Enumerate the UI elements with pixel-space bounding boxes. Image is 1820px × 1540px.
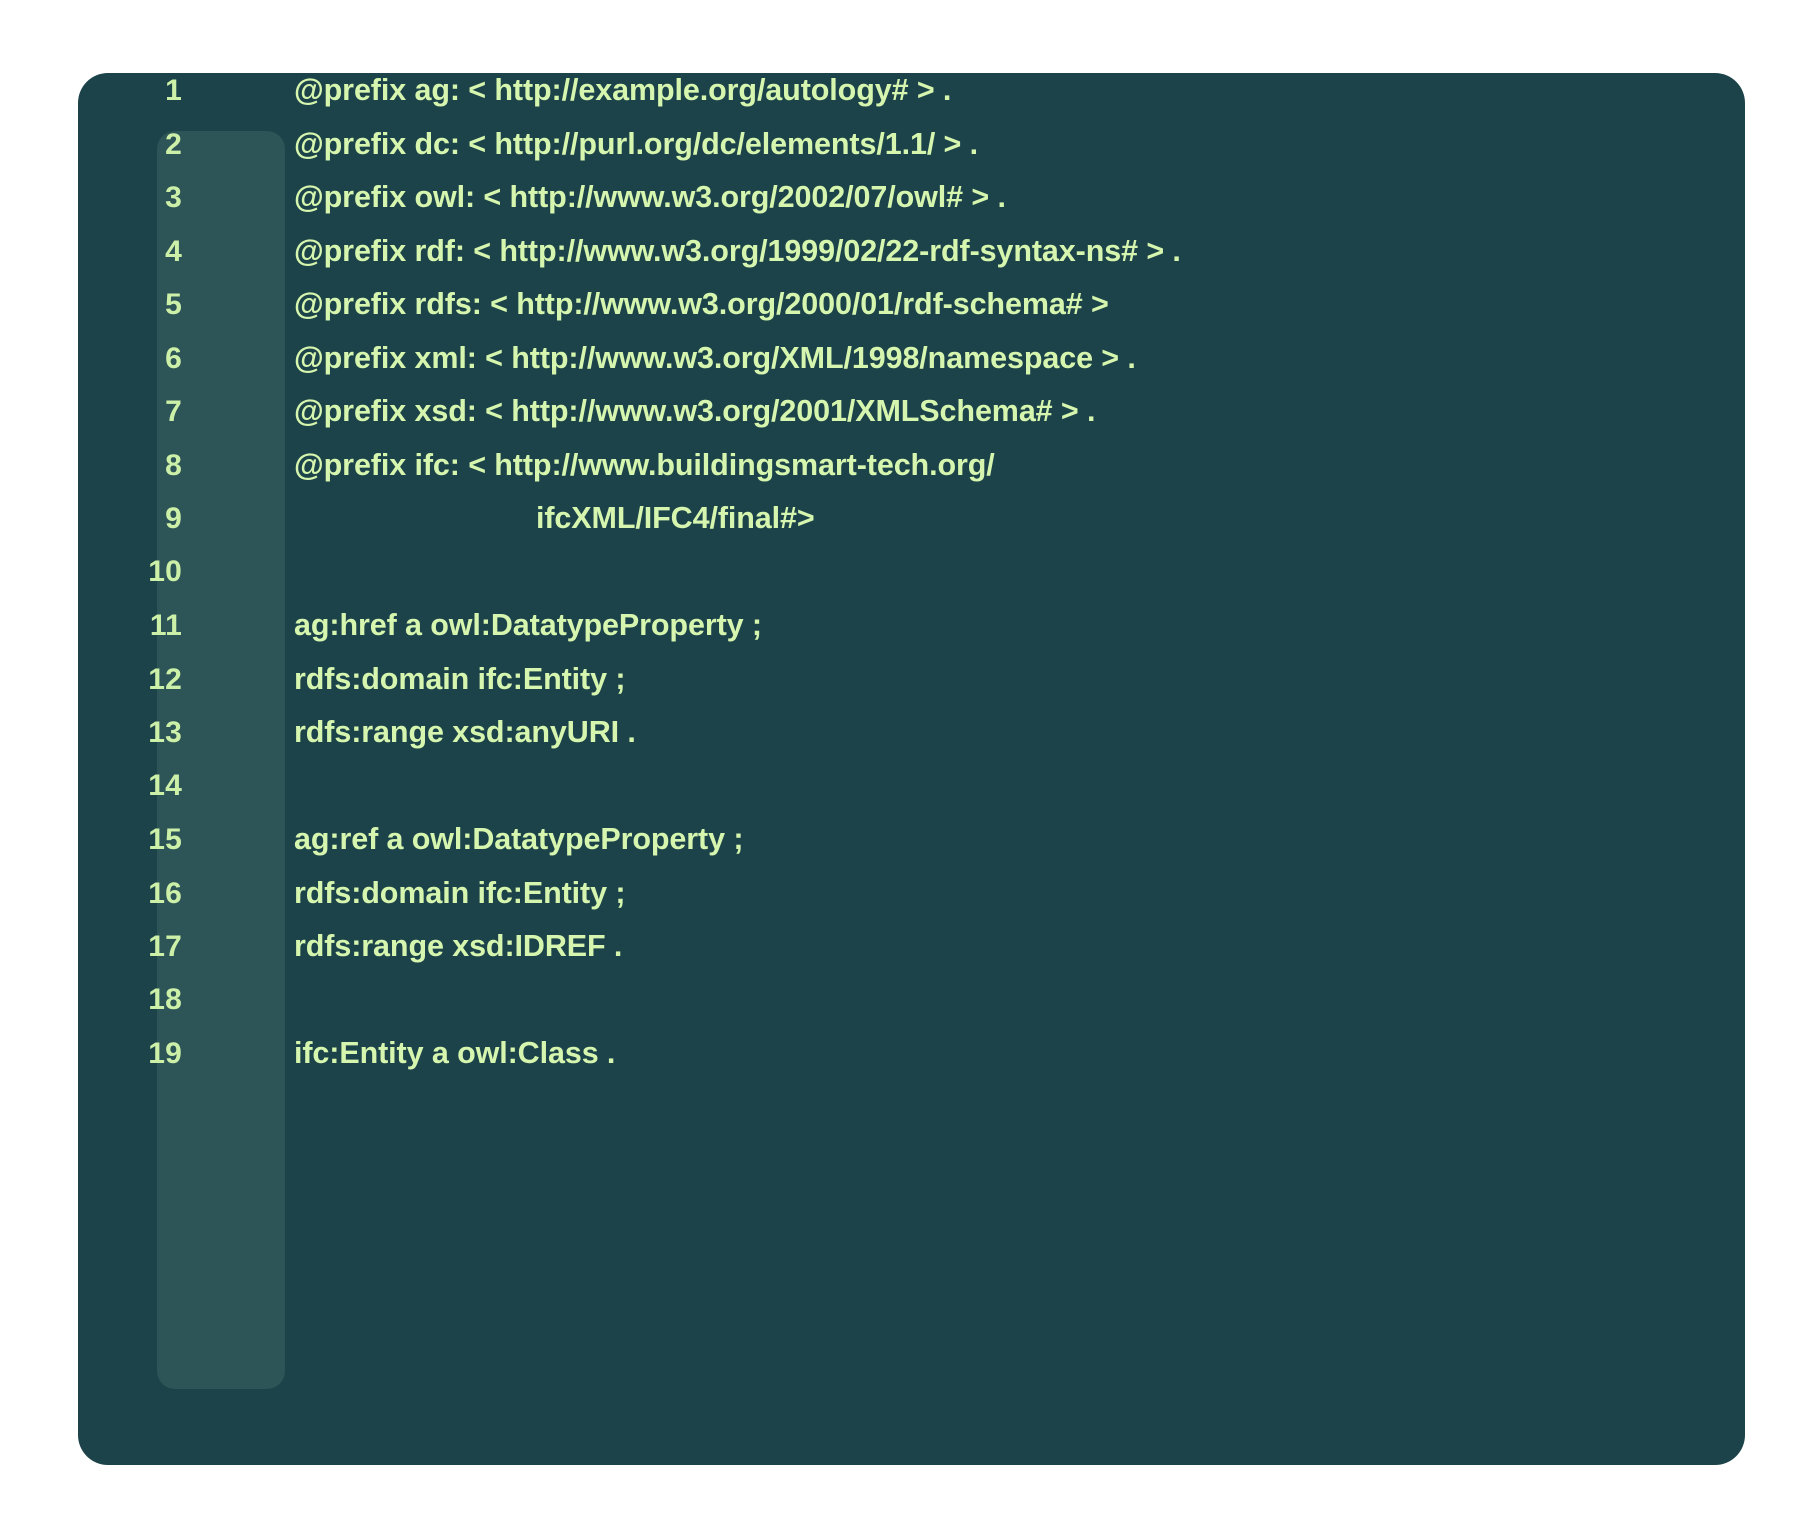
code-line[interactable]: 10 (78, 555, 1745, 609)
line-number: 5 (165, 288, 182, 321)
line-number: 7 (165, 395, 182, 428)
code-line[interactable]: 9 ifcXML/IFC4/final#> (78, 501, 1745, 555)
code-text[interactable]: @prefix rdfs: < http://www.w3.org/2000/0… (294, 287, 1109, 321)
code-line[interactable]: 5 @prefix rdfs: < http://www.w3.org/2000/… (78, 287, 1745, 341)
code-text[interactable]: @prefix rdf: < http://www.w3.org/1999/02… (294, 233, 1181, 268)
code-text[interactable]: @prefix dc: < http://purl.org/dc/element… (294, 126, 979, 161)
line-number: 9 (165, 502, 182, 535)
code-line[interactable]: 3 @prefix owl: < http://www.w3.org/2002/0… (78, 180, 1745, 234)
code-line[interactable]: 8 @prefix ifc: < http://www.buildingsmart… (78, 448, 1745, 502)
line-number: 15 (148, 823, 182, 856)
code-text[interactable]: @prefix ag: < http://example.org/autolog… (294, 73, 952, 107)
line-number: 1 (165, 74, 182, 107)
line-number: 13 (148, 716, 182, 749)
code-text[interactable] (206, 794, 1745, 795)
line-number: 10 (148, 554, 182, 588)
code-text[interactable]: @prefix xsd: < http://www.w3.org/2001/XM… (294, 394, 1096, 428)
code-text[interactable]: rdfs:domain ifc:Entity ; (294, 875, 626, 910)
code-text[interactable]: @prefix xml: < http://www.w3.org/XML/199… (294, 340, 1136, 375)
code-text[interactable]: ifcXML/IFC4/final#> (536, 501, 815, 535)
code-text[interactable]: ag:href a owl:DatatypeProperty ; (294, 608, 762, 642)
code-text[interactable]: rdfs:range xsd:anyURI . (294, 715, 636, 749)
line-number: 17 (148, 930, 182, 963)
line-number: 19 (148, 1037, 182, 1070)
code-text[interactable]: rdfs:domain ifc:Entity ; (294, 661, 626, 696)
line-number: 16 (148, 876, 182, 910)
code-line[interactable]: 15 ag:ref a owl:DatatypeProperty ; (78, 822, 1745, 876)
code-text[interactable]: @prefix ifc: < http://www.buildingsmart-… (294, 447, 995, 482)
code-text[interactable]: ag:ref a owl:DatatypeProperty ; (294, 822, 744, 856)
line-number: 3 (165, 181, 182, 214)
code-line[interactable]: 12 rdfs:domain ifc:Entity ; (78, 662, 1745, 716)
code-text[interactable] (206, 1008, 1745, 1009)
code-listing[interactable]: 1 @prefix ag: < http://example.org/autolo… (78, 73, 1745, 1465)
code-line[interactable]: 1 @prefix ag: < http://example.org/autolo… (78, 73, 1745, 127)
code-line[interactable]: 11 ag:href a owl:DatatypeProperty ; (78, 608, 1745, 662)
line-number: 18 (148, 982, 182, 1016)
code-line[interactable]: 13 rdfs:range xsd:anyURI . (78, 715, 1745, 769)
code-text[interactable] (206, 580, 1745, 581)
code-text[interactable]: ifc:Entity a owl:Class . (294, 1036, 616, 1070)
code-text[interactable]: rdfs:range xsd:IDREF . (294, 929, 623, 963)
line-number: 6 (165, 341, 182, 375)
code-line[interactable]: 7 @prefix xsd: < http://www.w3.org/2001/X… (78, 394, 1745, 448)
code-line[interactable]: 2 @prefix dc: < http://purl.org/dc/elemen… (78, 127, 1745, 181)
line-number: 2 (165, 127, 182, 161)
line-number-gutter (157, 131, 285, 1389)
code-line[interactable]: 14 (78, 769, 1745, 823)
code-line[interactable]: 16 rdfs:domain ifc:Entity ; (78, 876, 1745, 930)
line-number: 14 (148, 768, 182, 802)
code-line[interactable]: 4 @prefix rdf: < http://www.w3.org/1999/0… (78, 234, 1745, 288)
line-number: 12 (148, 662, 182, 696)
code-line[interactable]: 19 ifc:Entity a owl:Class . (78, 1036, 1745, 1090)
code-text[interactable]: @prefix owl: < http://www.w3.org/2002/07… (294, 180, 1006, 214)
code-line[interactable]: 6 @prefix xml: < http://www.w3.org/XML/19… (78, 341, 1745, 395)
code-line[interactable]: 17 rdfs:range xsd:IDREF . (78, 929, 1745, 983)
line-number: 4 (165, 234, 182, 268)
code-line[interactable]: 18 (78, 983, 1745, 1037)
code-panel: 1 @prefix ag: < http://example.org/autolo… (78, 73, 1745, 1465)
line-number: 8 (165, 448, 182, 482)
line-number: 11 (149, 609, 182, 642)
